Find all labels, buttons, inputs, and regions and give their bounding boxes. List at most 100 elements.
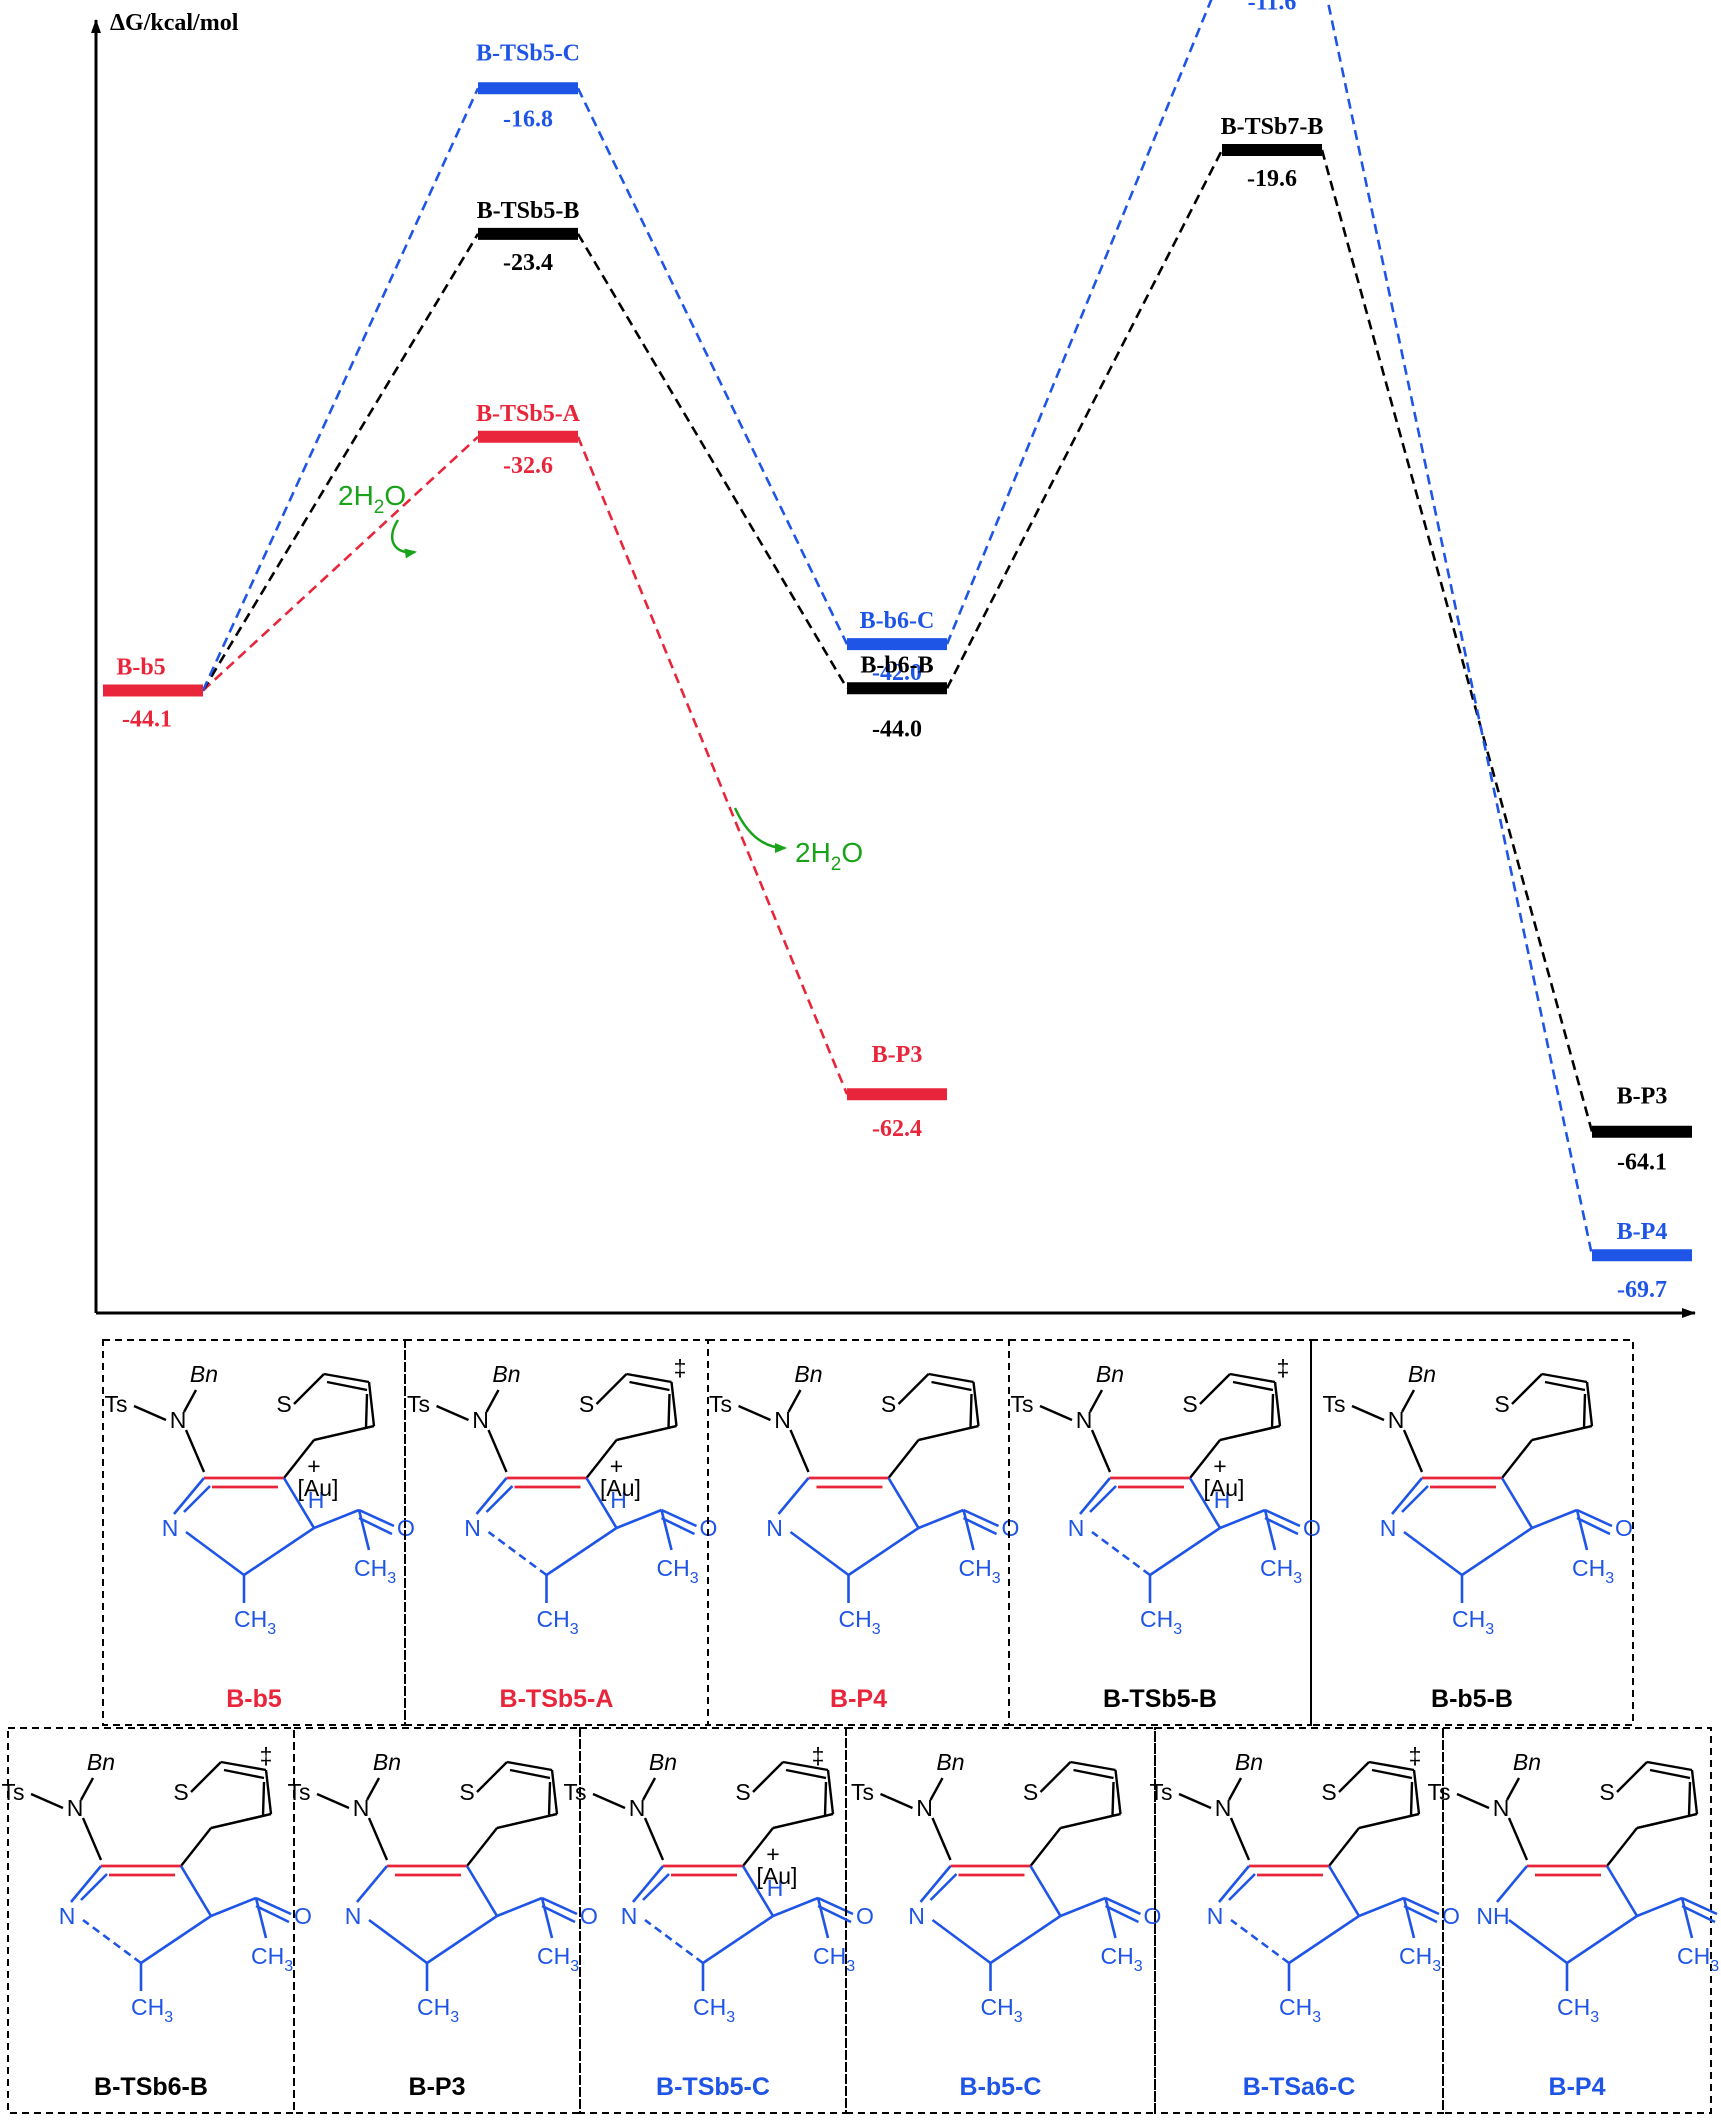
c3-c2-bond xyxy=(1566,1914,1638,1965)
bn-label: Bn xyxy=(373,1749,401,1775)
water-out-arrow xyxy=(733,807,787,853)
thiophene-bond xyxy=(210,1812,272,1830)
ts-dagger: ‡ xyxy=(260,1743,273,1769)
amine-n-label: N xyxy=(1076,1407,1093,1433)
bn-label: Bn xyxy=(1513,1749,1541,1775)
c3-c2-bond xyxy=(989,1914,1062,1965)
amine-n-label: N xyxy=(1493,1795,1510,1821)
n1-c5-bond xyxy=(1079,1477,1111,1515)
level-name-p3-red: B-P3 xyxy=(872,1042,923,1068)
c3-c2-bond xyxy=(140,1914,212,1965)
ts-n-bond xyxy=(738,1404,771,1422)
thiophene-bond xyxy=(506,1760,553,1772)
n-bn-bond xyxy=(641,1777,657,1801)
level-energy-tsb5-a: -32.6 xyxy=(503,453,553,479)
c4-thiophene-bond xyxy=(1501,1439,1533,1479)
structure-title: B-b5-C xyxy=(960,2073,1042,2101)
oxygen-label: O xyxy=(1144,1903,1162,1929)
thiophene-double xyxy=(1409,1781,1414,1817)
n1-c5-bond xyxy=(777,1477,810,1515)
ring-n-label: N xyxy=(908,1903,925,1929)
level-energy-tsb5-b: -23.4 xyxy=(503,250,553,276)
oxygen-label: O xyxy=(294,1903,312,1929)
acyl-co-double xyxy=(255,1904,290,1924)
level-name-tsb5-c: B-TSb5-C xyxy=(476,40,580,66)
level-energy-b6-c: -42.0 xyxy=(872,660,922,686)
n1-c5-bond xyxy=(70,1865,102,1903)
c3-c2-bond xyxy=(847,1526,920,1577)
thiophene-bond xyxy=(972,1381,980,1427)
c4-c3-bond xyxy=(282,1477,316,1529)
acyl-methyl-label: CH3 xyxy=(537,1943,579,1975)
c3-acyl-bond xyxy=(1636,1896,1683,1918)
ts-dagger: ‡ xyxy=(812,1743,825,1769)
acyl-co-double xyxy=(541,1904,576,1924)
acyl-co-double xyxy=(660,1516,696,1536)
sulfur-label: S xyxy=(579,1391,594,1417)
acyl-me-bond xyxy=(816,1897,830,1939)
c3-acyl-bond xyxy=(616,1508,662,1530)
panel-border xyxy=(1008,1339,1312,1726)
structure-title: B-P4 xyxy=(830,1685,887,1713)
connector-tsb5-b-b6-b xyxy=(576,233,849,689)
thiophene-double xyxy=(364,1393,369,1429)
methyl-label: CH3 xyxy=(1279,1994,1321,2026)
ring-n-label: N xyxy=(59,1903,76,1929)
methyl-label: CH3 xyxy=(1557,1994,1599,2026)
ring-n-label: N xyxy=(464,1515,481,1541)
ts-label: Ts xyxy=(105,1391,128,1417)
structure-title: B-TSb5-A xyxy=(500,1685,614,1713)
thiophene-bond xyxy=(1358,1812,1420,1830)
plus-label: + xyxy=(1213,1453,1226,1479)
c4-c3-bond xyxy=(1188,1477,1222,1529)
level-energy-b6-b: -44.0 xyxy=(872,716,922,742)
c3-acyl-bond xyxy=(313,1508,360,1530)
connector-b-b5-tsb5-b xyxy=(201,233,480,692)
structure-title: B-b5 xyxy=(226,1685,282,1713)
structure-title: B-b5-B xyxy=(1431,1685,1513,1713)
thiophene-double xyxy=(261,1781,266,1817)
ts-n-bond xyxy=(1039,1404,1073,1422)
c4-c3-bond xyxy=(1029,1865,1062,1917)
acyl-methyl-label: CH3 xyxy=(1260,1555,1302,1587)
sulfur-label: S xyxy=(1321,1779,1336,1805)
c2-n1-bond xyxy=(82,1918,142,1965)
methyl-label: CH3 xyxy=(839,1606,881,1638)
acyl-me-bond xyxy=(660,1509,673,1551)
axes: ΔG/kcal/mol xyxy=(91,10,1696,1318)
h-label: H xyxy=(767,1875,784,1901)
ts-label: Ts xyxy=(1428,1779,1451,1805)
bn-label: Bn xyxy=(1096,1361,1124,1387)
c3-c2-bond xyxy=(1288,1914,1360,1965)
thiophene-double xyxy=(1371,1768,1413,1780)
ts-dagger: ‡ xyxy=(1277,1355,1290,1381)
n-bn-bond xyxy=(485,1389,500,1413)
c4-c3-bond xyxy=(887,1477,920,1529)
structure-panel-2-5: NTsBnSNHCH3OCH3B-P4 xyxy=(1428,1727,1721,2114)
ts-n-bond xyxy=(1351,1404,1385,1422)
c4-thiophene-bond xyxy=(1328,1827,1360,1867)
n-bn-bond xyxy=(79,1777,95,1801)
panel-border xyxy=(404,1339,709,1726)
n-bn-bond xyxy=(1400,1389,1416,1413)
acyl-co-bond xyxy=(1104,1896,1142,1916)
sulfur-label: S xyxy=(1182,1391,1197,1417)
thiophene-bond xyxy=(1412,1769,1421,1815)
ts-n-bond xyxy=(316,1792,350,1810)
n-bn-bond xyxy=(929,1777,944,1801)
thiophene-double xyxy=(547,1781,552,1817)
ts-label: Ts xyxy=(1323,1391,1346,1417)
amine-n-label: N xyxy=(1388,1407,1405,1433)
panel-border xyxy=(102,1339,406,1726)
methyl-label: CH3 xyxy=(537,1606,579,1638)
c4-thiophene-bond xyxy=(180,1827,212,1867)
thiophene-bond xyxy=(264,1769,273,1815)
thiophene-bond xyxy=(1690,1769,1699,1815)
